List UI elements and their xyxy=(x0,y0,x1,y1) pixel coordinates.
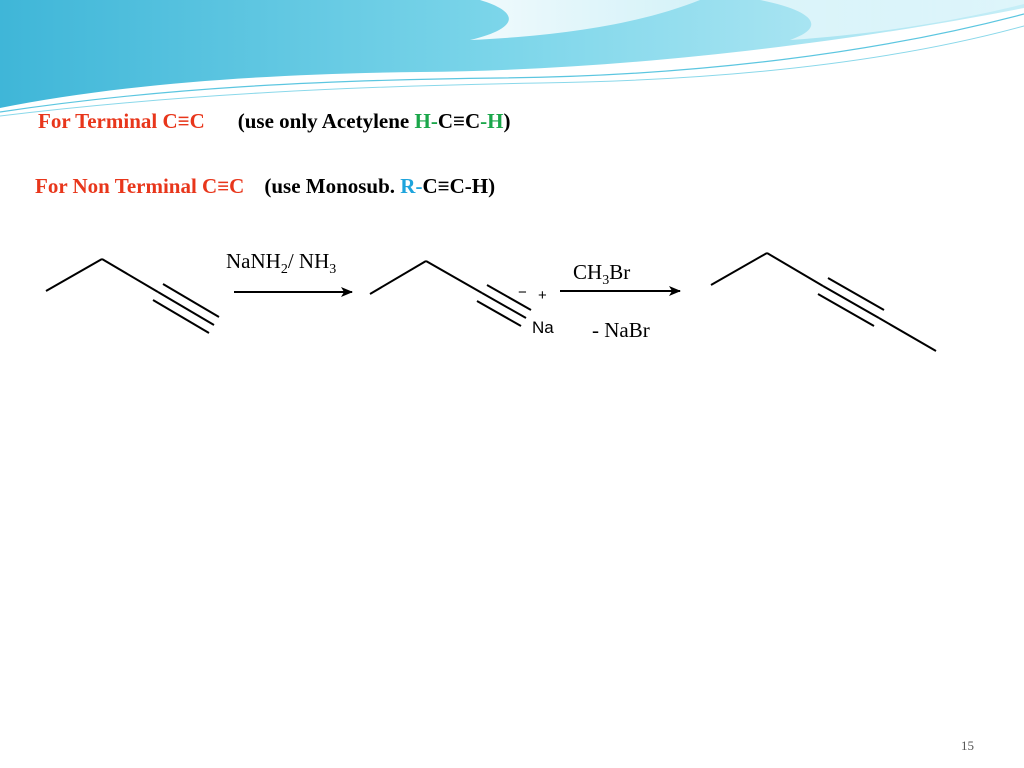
intermediate-acetylide xyxy=(369,260,532,327)
terminal-open: (use only Acetylene xyxy=(237,109,415,133)
header-wave xyxy=(0,0,1024,117)
reagent-sodium-amide: NaNH2/ NH3 xyxy=(226,249,336,277)
non-terminal-label: For Non Terminal C≡C xyxy=(35,174,245,198)
acetylene-dash: - xyxy=(480,109,488,133)
terminal-label: For Terminal C≡C xyxy=(38,109,205,133)
carbanion-charge: − xyxy=(518,284,527,301)
reaction-scheme: NaNH2/ NH3 − + Na CH3Br - NaBr xyxy=(45,249,937,352)
terminal-close: ) xyxy=(503,109,511,133)
acetylene-h-right: H xyxy=(487,109,504,133)
wave-line xyxy=(0,13,1024,113)
terminal-alkyne-line: For Terminal C≡C (use only Acetylene H-C≡… xyxy=(38,111,510,132)
non-terminal-open: (use Monosub. xyxy=(264,174,401,198)
reagent-methyl-bromide: CH3Br xyxy=(573,260,630,288)
acetylene-h-left: H- xyxy=(414,109,438,133)
r-group: R- xyxy=(400,174,423,198)
byproduct-sodium-bromide: - NaBr xyxy=(592,318,650,342)
reactant-1-butyne xyxy=(45,258,220,334)
wave-line-2 xyxy=(0,25,1024,117)
non-terminal-rest: C≡C-H) xyxy=(422,174,496,198)
sodium-counterion: Na xyxy=(532,318,554,337)
wave-highlight xyxy=(470,0,700,40)
product-2-pentyne xyxy=(710,252,937,352)
page-number: 15 xyxy=(961,738,974,753)
non-terminal-alkyne-line: For Non Terminal C≡C (use Monosub. R-C≡C-… xyxy=(35,176,495,197)
wave-band xyxy=(0,0,1024,108)
sodium-charge: + xyxy=(538,287,547,304)
acetylene-core: C≡C xyxy=(437,109,481,133)
wave-highlight-2 xyxy=(760,0,1024,40)
